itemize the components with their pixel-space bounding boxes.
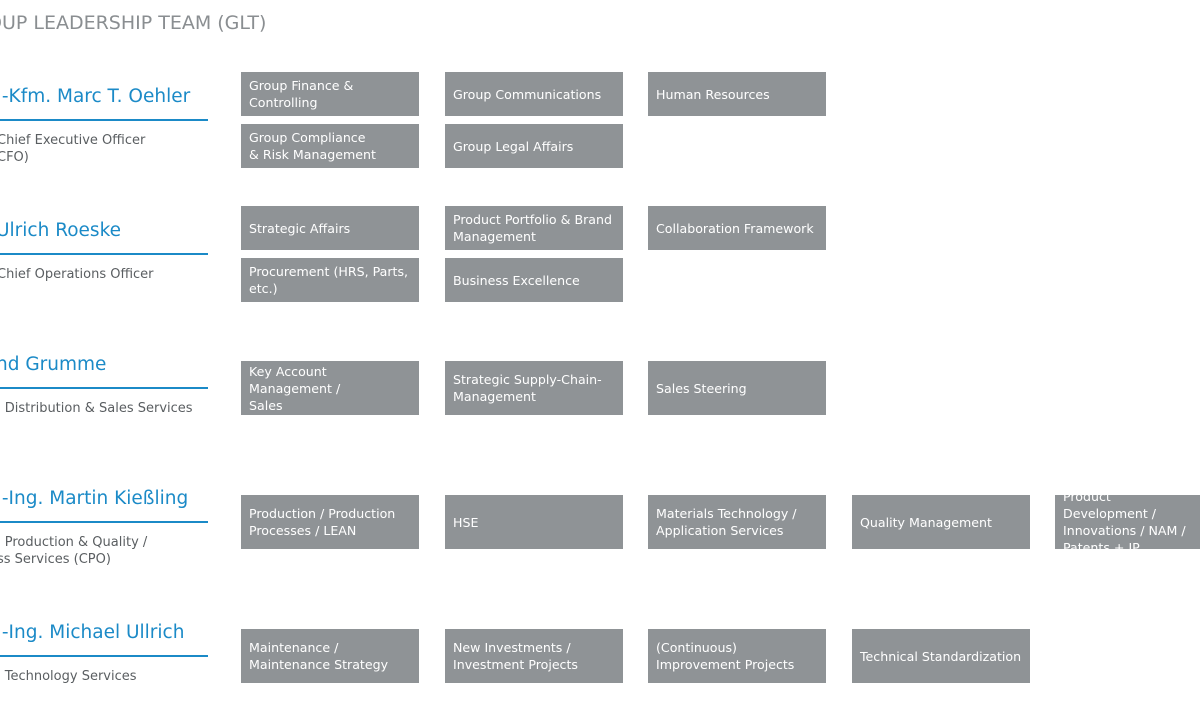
member-name: nd Grumme <box>0 354 107 375</box>
member-name: .-Ing. Martin Kießling <box>0 488 189 509</box>
unit-box: Key Account Management / Sales <box>241 361 419 415</box>
unit-box: Strategic Affairs <box>241 206 419 250</box>
unit-box: Strategic Supply-Chain- Management <box>445 361 623 415</box>
unit-box: Human Resources <box>648 72 826 116</box>
member-role: l Production & Quality / ss Services (CP… <box>0 535 148 567</box>
unit-box: HSE <box>445 495 623 549</box>
unit-box: (Continuous) Improvement Projects <box>648 629 826 683</box>
unit-box: Quality Management <box>852 495 1030 549</box>
member-underline <box>0 119 208 121</box>
unit-box: Group Compliance & Risk Management <box>241 124 419 168</box>
unit-box: Product Portfolio & Brand Management <box>445 206 623 250</box>
unit-box: Maintenance / Maintenance Strategy <box>241 629 419 683</box>
member-underline <box>0 655 208 657</box>
member-role: l Technology Services <box>0 669 137 684</box>
unit-box: Technical Standardization <box>852 629 1030 683</box>
unit-box: Procurement (HRS, Parts, etc.) <box>241 258 419 302</box>
chart-title: OUP LEADERSHIP TEAM (GLT) <box>0 12 267 34</box>
member-name: Ulrich Roeske <box>0 220 122 241</box>
unit-box: Group Communications <box>445 72 623 116</box>
unit-box: Business Excellence <box>445 258 623 302</box>
unit-box: Group Legal Affairs <box>445 124 623 168</box>
member-underline <box>0 253 208 255</box>
member-role: Chief Executive Officer CFO) <box>0 133 146 165</box>
member-role: l Distribution & Sales Services <box>0 401 193 416</box>
unit-box: Product Development / Innovations / NAM … <box>1055 495 1200 549</box>
member-underline <box>0 521 208 523</box>
member-underline <box>0 387 208 389</box>
unit-box: Sales Steering <box>648 361 826 415</box>
unit-box: Group Finance & Controlling <box>241 72 419 116</box>
unit-box: Materials Technology / Application Servi… <box>648 495 826 549</box>
unit-box: Collaboration Framework <box>648 206 826 250</box>
unit-box: Production / Production Processes / LEAN <box>241 495 419 549</box>
member-name: .-Ing. Michael Ullrich <box>0 622 185 643</box>
member-role: Chief Operations Officer <box>0 267 154 282</box>
member-name: .-Kfm. Marc T. Oehler <box>0 86 191 107</box>
unit-box: New Investments / Investment Projects <box>445 629 623 683</box>
